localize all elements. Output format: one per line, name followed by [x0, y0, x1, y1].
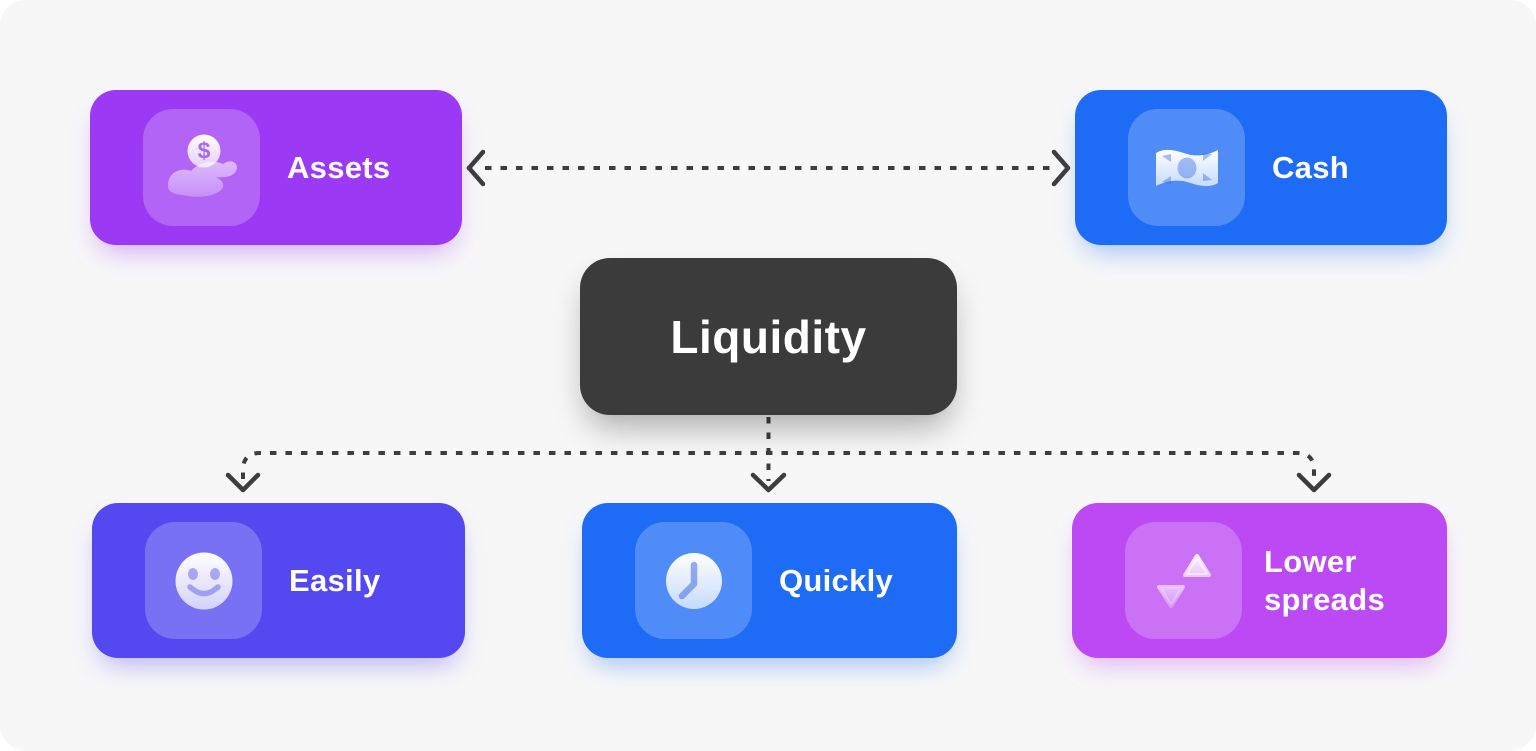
node-label: Easily	[289, 562, 381, 598]
node-cash: Cash	[1075, 90, 1447, 245]
icon-tile: $	[143, 109, 260, 226]
banknote-icon	[1155, 149, 1218, 186]
icon-tile	[1128, 109, 1245, 226]
node-quickly: Quickly	[582, 503, 957, 658]
clock-icon	[665, 552, 722, 609]
node-easily: Easily	[92, 503, 465, 658]
node-label: Lower spreads	[1264, 543, 1385, 617]
icon-tile	[635, 522, 752, 639]
node-label: Assets	[287, 149, 391, 185]
node-liquidity: Liquidity	[580, 258, 957, 415]
node-assets: $ Assets	[90, 90, 462, 245]
hand-coin-icon: $	[167, 134, 237, 197]
svg-text:$: $	[197, 137, 210, 163]
up-down-arrows-icon	[1156, 552, 1211, 609]
node-lower-spreads: Lower spreads	[1072, 503, 1447, 658]
center-node-title: Liquidity	[670, 310, 867, 363]
node-label: Cash	[1272, 149, 1350, 185]
node-label: Quickly	[779, 562, 894, 598]
icon-tile	[1125, 522, 1242, 639]
smiley-face-icon	[175, 552, 232, 609]
icon-tile	[145, 522, 262, 639]
